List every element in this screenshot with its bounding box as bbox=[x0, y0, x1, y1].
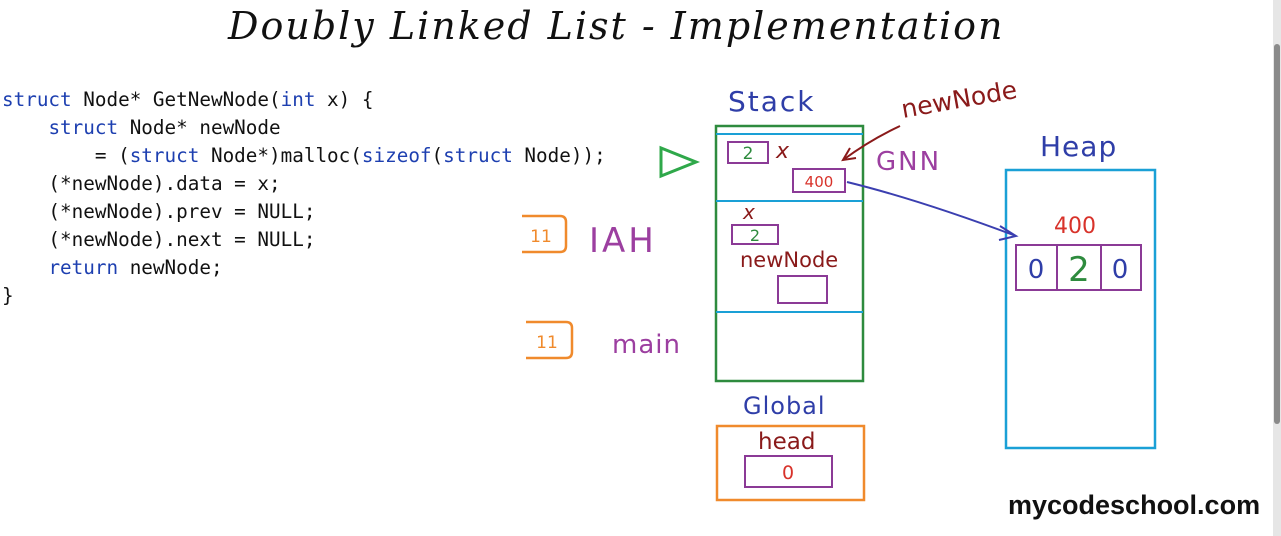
heap-node-next: 0 bbox=[1112, 255, 1129, 285]
brand-logo: mycodeschool.com bbox=[1008, 490, 1261, 520]
head-value: 0 bbox=[782, 462, 794, 484]
code-line-5: (*newNode).prev = NULL; bbox=[2, 200, 316, 223]
stack-label: Stack bbox=[728, 85, 816, 118]
pointer-arrow bbox=[846, 181, 1017, 237]
code-line-3: = (struct Node*)malloc(sizeof(struct Nod… bbox=[2, 144, 606, 167]
stack-box bbox=[714, 124, 865, 383]
iah-newnode-cell bbox=[777, 275, 828, 304]
page-title: Doubly Linked List - Implementation bbox=[228, 4, 1005, 48]
iah-frame-label: IAH bbox=[589, 221, 657, 261]
iah-newnode-label: newNode bbox=[740, 248, 838, 272]
gnn-newnode-value: 400 bbox=[805, 173, 834, 191]
iah-x-label: x bbox=[742, 200, 755, 224]
heap-node-data: 2 bbox=[1068, 250, 1090, 290]
iah-x-cell bbox=[731, 224, 779, 245]
code-line-4: (*newNode).data = x; bbox=[2, 172, 281, 195]
code-line-8: } bbox=[2, 284, 14, 307]
code-line-7: return newNode; bbox=[48, 256, 223, 279]
gnn-x-cell bbox=[727, 141, 769, 164]
newnode-annotation: newNode bbox=[899, 75, 1019, 124]
main-frame-label: main bbox=[612, 330, 681, 360]
pointer-arrow-head-icon bbox=[998, 225, 1019, 241]
iah-line-marker-icon bbox=[522, 214, 568, 254]
main-line-number: 11 bbox=[536, 333, 558, 353]
code-block: struct Node* GetNewNode(int x) { struct … bbox=[2, 86, 606, 310]
heap-address: 400 bbox=[1054, 214, 1096, 239]
gnn-newnode-cell bbox=[792, 168, 846, 193]
code-line-6: (*newNode).next = NULL; bbox=[2, 228, 316, 251]
gnn-x-value: 2 bbox=[743, 144, 754, 164]
scrollbar-thumb[interactable] bbox=[1274, 44, 1280, 424]
heap-node-prev: 0 bbox=[1028, 255, 1045, 285]
gnn-x-label: x bbox=[775, 139, 790, 164]
iah-line-number: 11 bbox=[530, 227, 552, 247]
heap-box bbox=[1004, 168, 1157, 450]
code-line-1: struct Node* GetNewNode(int x) { bbox=[2, 88, 374, 111]
heap-label: Heap bbox=[1040, 130, 1117, 163]
scrollbar[interactable] bbox=[1273, 0, 1281, 536]
code-line-2: struct Node* newNode bbox=[48, 116, 281, 139]
head-cell bbox=[744, 455, 833, 488]
current-frame-marker-icon bbox=[659, 145, 701, 179]
heap-node bbox=[1015, 244, 1142, 291]
global-box bbox=[715, 424, 866, 502]
annotation-arrow bbox=[842, 125, 901, 161]
iah-x-value: 2 bbox=[750, 226, 760, 245]
annotation-arrow-head-icon bbox=[841, 147, 857, 162]
main-line-marker-icon bbox=[526, 320, 574, 360]
gnn-frame-label: GNN bbox=[876, 147, 941, 177]
global-label: Global bbox=[743, 392, 826, 420]
head-label: head bbox=[758, 429, 815, 455]
